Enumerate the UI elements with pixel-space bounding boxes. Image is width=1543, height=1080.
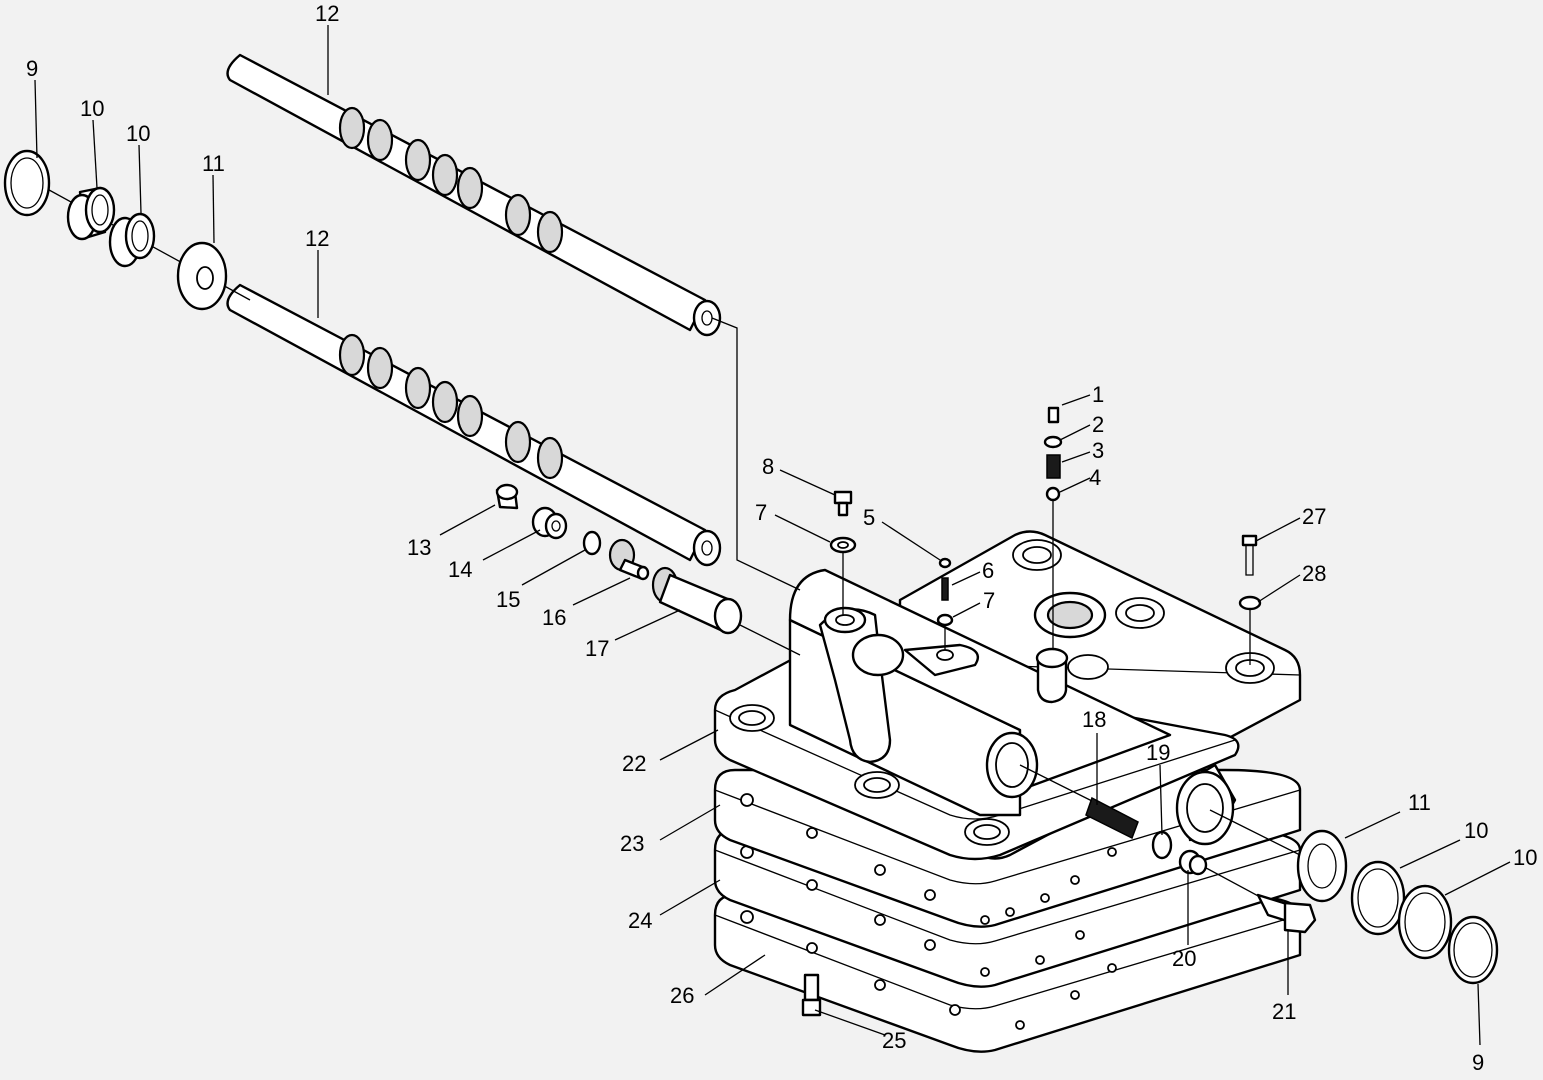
callout-28: 28 xyxy=(1302,561,1326,586)
callout-27: 27 xyxy=(1302,504,1326,529)
callout-22: 22 xyxy=(622,751,646,776)
spool-12-upper xyxy=(226,53,722,337)
callout-11-left: 11 xyxy=(202,151,225,176)
callout-5: 5 xyxy=(863,505,875,530)
assembly-line-17 xyxy=(739,624,801,656)
callout-labels: 1 2 3 4 5 6 7 7 8 9 9 10 10 10 10 11 11 … xyxy=(26,1,1537,1075)
callout-15: 15 xyxy=(496,587,520,612)
piston-16 xyxy=(608,538,650,581)
snap-ring-9-left xyxy=(3,149,51,217)
pin-20 xyxy=(1178,849,1208,876)
washer-11-left xyxy=(176,241,228,311)
callout-13: 13 xyxy=(407,535,431,560)
callout-21: 21 xyxy=(1272,999,1296,1024)
seal-10-right-b xyxy=(1397,884,1453,960)
seal-10-left-a xyxy=(66,186,116,241)
callout-9-right: 9 xyxy=(1472,1050,1484,1075)
plug-13 xyxy=(495,483,519,510)
callout-1: 1 xyxy=(1092,382,1104,407)
callout-25: 25 xyxy=(882,1028,906,1053)
plug-1-2-3-4 xyxy=(1043,406,1063,502)
leader-lines xyxy=(34,25,1511,1046)
callout-20: 20 xyxy=(1172,946,1196,971)
bolt-8 xyxy=(833,490,853,517)
spool-12-lower xyxy=(226,283,722,567)
callout-4: 4 xyxy=(1089,465,1101,490)
spring-18 xyxy=(1085,796,1139,840)
callout-14: 14 xyxy=(448,557,472,582)
callout-3: 3 xyxy=(1092,438,1104,463)
callout-11-right: 11 xyxy=(1408,790,1431,815)
callout-16: 16 xyxy=(542,605,566,630)
callout-8: 8 xyxy=(762,454,774,479)
plug-21 xyxy=(1256,893,1317,934)
callout-26: 26 xyxy=(670,983,694,1008)
callout-12-upper: 12 xyxy=(315,1,339,26)
callout-18: 18 xyxy=(1082,707,1106,732)
callout-10-left-b: 10 xyxy=(126,121,150,146)
assembly-line-18 xyxy=(1019,764,1101,806)
valve-17 xyxy=(651,566,743,635)
callout-12-lower: 12 xyxy=(305,226,329,251)
bolt-25 xyxy=(801,973,822,1017)
ring-19 xyxy=(1151,830,1173,860)
callout-24: 24 xyxy=(628,908,652,933)
washer-11-right xyxy=(1296,829,1348,903)
seal-10-left-b xyxy=(108,212,156,268)
plug-14 xyxy=(531,506,568,540)
callout-23: 23 xyxy=(620,831,644,856)
callout-7-upper: 7 xyxy=(755,500,767,525)
washer-7b xyxy=(936,613,954,627)
callout-17: 17 xyxy=(585,636,609,661)
assembly-line-spool xyxy=(711,317,801,591)
snap-ring-9-right xyxy=(1447,915,1499,985)
callout-9-left: 9 xyxy=(26,56,38,81)
callout-2: 2 xyxy=(1092,412,1104,437)
callout-7-lower: 7 xyxy=(983,588,995,613)
callout-19: 19 xyxy=(1146,740,1170,765)
bolt-27-washer-28 xyxy=(1238,534,1262,611)
callout-6: 6 xyxy=(982,558,994,583)
seal-10-right-a xyxy=(1350,860,1406,936)
callout-10-right-a: 10 xyxy=(1464,818,1488,843)
o-ring-15 xyxy=(582,530,602,556)
callout-10-left-a: 10 xyxy=(80,96,104,121)
washer-7a xyxy=(829,536,857,554)
callout-10-right-b: 10 xyxy=(1513,845,1537,870)
screw-5-6 xyxy=(938,557,952,601)
